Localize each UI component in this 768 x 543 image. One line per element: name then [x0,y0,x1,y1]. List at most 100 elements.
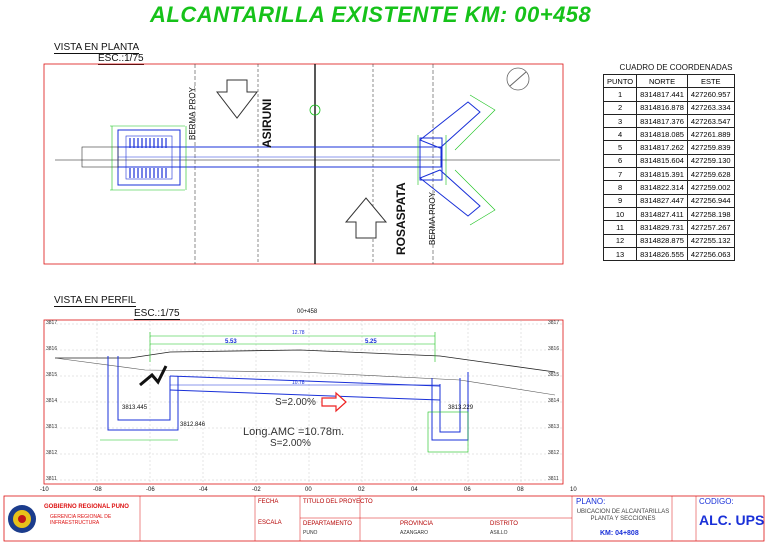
coords-cell-norte: 8314817.376 [636,113,688,129]
coords-cell-punto: 9 [602,193,638,208]
coords-cell-este: 427259.002 [686,180,735,195]
distrito-label: DISTRITO [490,521,518,527]
flow-arrow-up [344,197,388,239]
coords-cell-punto: 11 [602,220,638,235]
elev-right: 3813.229 [448,405,474,411]
coords-cell-norte: 8314815.391 [636,167,688,182]
plan-dims-right [417,94,496,226]
x-tick-label: 00 [305,487,312,493]
berma-left-label: BERMA PROY. [188,85,197,140]
station-marker [309,104,321,116]
profile-dims [100,332,469,453]
coords-cell-punto: 4 [602,127,638,142]
coords-cell-este: 427256.944 [686,193,735,208]
plan-dims-left [110,125,187,191]
y-tick-label: 3812 [548,450,560,456]
project-title-label: TITULO DEL PROYECTO [303,499,373,505]
dim-a: 5.53 [225,339,237,345]
dim-total: 12.78 [292,330,305,336]
road-label-rosaspata: ROSASPATA [394,182,408,255]
org-dept: GERENCIA REGIONAL DE INFRAESTRUCTURA [50,514,112,526]
coords-cell-este: 427258.198 [686,206,735,222]
coords-cell-norte: 8314827.447 [636,193,688,208]
coords-cell-norte: 8314826.555 [636,246,688,262]
departamento-value: PUNO [303,530,318,536]
inlet-grate [129,138,167,178]
berma-right-label: BERMA PROY. [428,190,437,245]
length-label: Long.AMC =10.78m. [243,426,345,438]
coords-cell-punto: 7 [602,167,638,182]
plano-label: PLANO: [576,497,606,506]
coords-cell-este: 427263.547 [686,113,735,129]
profile-station: 00+458 [297,309,318,315]
plan-view-scale: ESC.:1/75 [98,53,144,65]
coords-cell-norte: 8314827.411 [636,206,688,222]
coords-cell-norte: 8314822.314 [636,180,688,195]
coords-cell-este: 427260.957 [686,87,735,102]
coords-cell-norte: 8314817.262 [636,140,688,155]
y-tick-label: 3811 [548,476,559,482]
profile-view-scale: ESC.:1/75 [134,308,180,320]
flow-arrow-down [215,79,259,119]
x-tick-label: -04 [199,487,208,493]
codigo-label: CODIGO: [699,497,734,506]
inlet-channel [81,146,119,168]
coords-cell-norte: 8314817.441 [636,87,688,102]
x-tick-label: -10 [40,487,49,493]
plan-frame [43,63,564,265]
escala-label: ESCALA [258,520,282,526]
coords-cell-norte: 8314818.085 [636,127,688,142]
y-tick-label: 3813 [548,424,560,430]
profile-view-label: VISTA EN PERFIL [54,295,137,307]
distrito-value: ASILLO [490,530,508,536]
coords-cell-punto: 13 [602,246,638,262]
provincia-value: AZANGARO [400,530,429,536]
coords-cell-este: 427256.063 [686,246,735,262]
outlet-wingwall [419,101,481,217]
y-tick-label: 3811 [46,476,57,482]
dim-mid: 10.78 [292,380,305,386]
coords-cell-punto: 10 [602,206,638,222]
x-tick-label: -06 [146,487,155,493]
coords-cell-este: 427255.132 [686,233,735,248]
coords-cell-norte: 8314828.875 [636,233,688,248]
road-label-asiruni: ASIRUNI [260,98,274,148]
coords-cell-norte: 8314829.731 [636,220,688,235]
x-tick-label: 02 [358,487,365,493]
coords-cell-este: 427263.334 [686,100,735,115]
elev-left: 3813.445 [122,405,148,411]
coords-cell-este: 427259.628 [686,167,735,182]
y-tick-label: 3814 [46,398,58,404]
coords-cell-este: 427257.267 [686,220,735,235]
gobierno-logo [8,505,36,533]
coords-cell-punto: 1 [602,87,638,102]
y-tick-label: 3813 [46,424,58,430]
y-tick-label: 3817 [46,320,58,326]
coords-cell-este: 427259.839 [686,140,735,155]
x-tick-label: 04 [411,487,418,493]
y-tick-label: 3816 [46,346,58,352]
x-tick-label: 06 [464,487,471,493]
coords-cell-norte: 8314815.604 [636,153,688,169]
plano-code: KM: 04+808 [600,530,639,537]
coords-cell-este: 427259.130 [686,153,735,169]
north-arrow [506,67,530,91]
y-tick-label: 3816 [548,346,560,352]
y-tick-label: 3814 [548,398,560,404]
profile-culvert [107,356,469,441]
org-name: GOBIERNO REGIONAL PUNO [44,504,129,510]
coords-cell-punto: 2 [602,100,638,115]
slope-label-2: S=2.00% [270,438,311,449]
title-block-frame [3,495,765,542]
